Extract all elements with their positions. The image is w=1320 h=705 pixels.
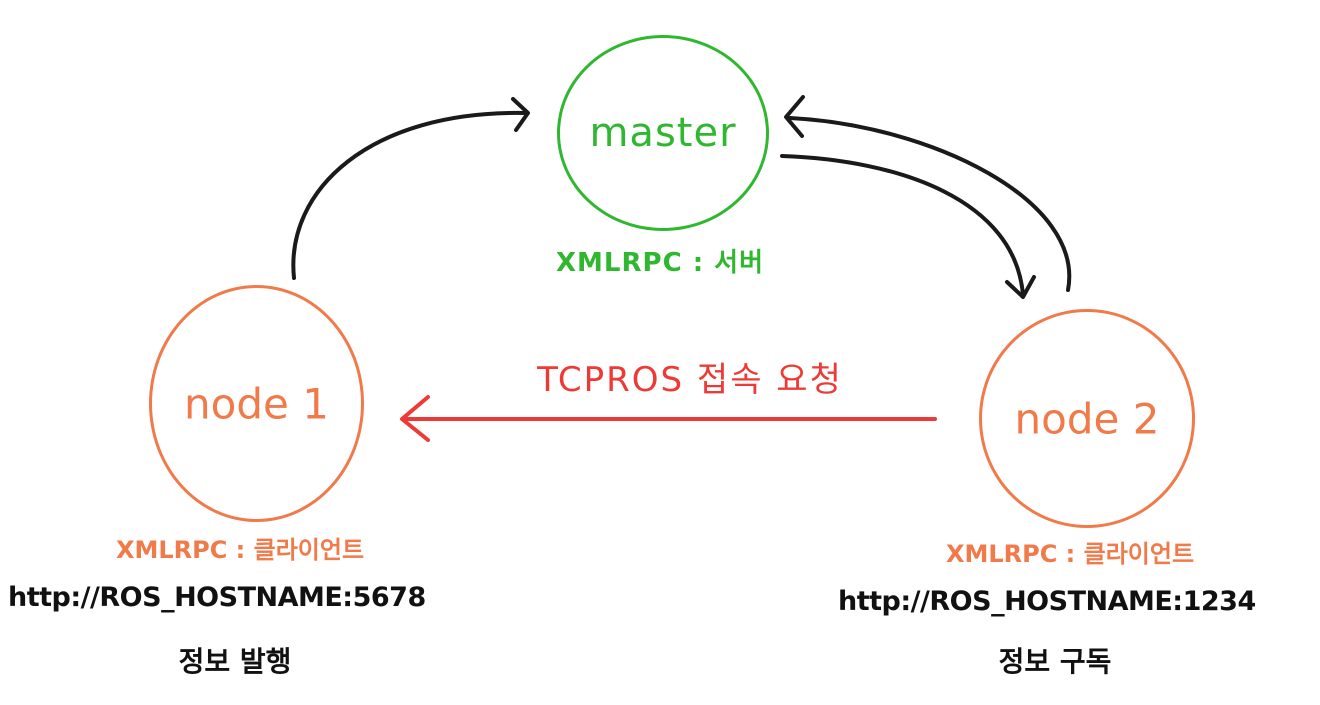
arrow-node1-to-master xyxy=(291,110,527,280)
node2-label: node 2 xyxy=(1014,394,1160,443)
node1-action-label: 정보 발행 xyxy=(178,645,292,678)
node2: node 2 xyxy=(979,309,1195,528)
master-role-label: XMLRPC : 서버 xyxy=(556,248,764,278)
arrow-node2-to-master xyxy=(788,116,1072,292)
node1: node 1 xyxy=(149,285,364,522)
node2-uri: http://ROS_HOSTNAME:1234 xyxy=(838,586,1256,617)
master-node: master xyxy=(557,35,769,231)
node2-role-label: XMLRPC : 클라이언트 xyxy=(945,540,1195,568)
node1-uri: http://ROS_HOSTNAME:5678 xyxy=(8,582,426,613)
node2-action-label: 정보 구독 xyxy=(998,645,1112,678)
tcpros-request-label: TCPROS 접속 요청 xyxy=(537,360,843,400)
arrow-master-to-node2 xyxy=(780,154,1025,297)
node1-role-label: XMLRPC : 클라이언트 xyxy=(115,536,365,564)
arrowhead-master-to-node2 xyxy=(1005,275,1036,299)
master-label: master xyxy=(589,110,737,156)
arrowhead-node2-to-master xyxy=(784,95,805,138)
arrowhead-tcpros-request xyxy=(400,395,430,442)
arrowhead-node1-to-master xyxy=(511,97,530,132)
node1-label: node 1 xyxy=(184,379,329,428)
